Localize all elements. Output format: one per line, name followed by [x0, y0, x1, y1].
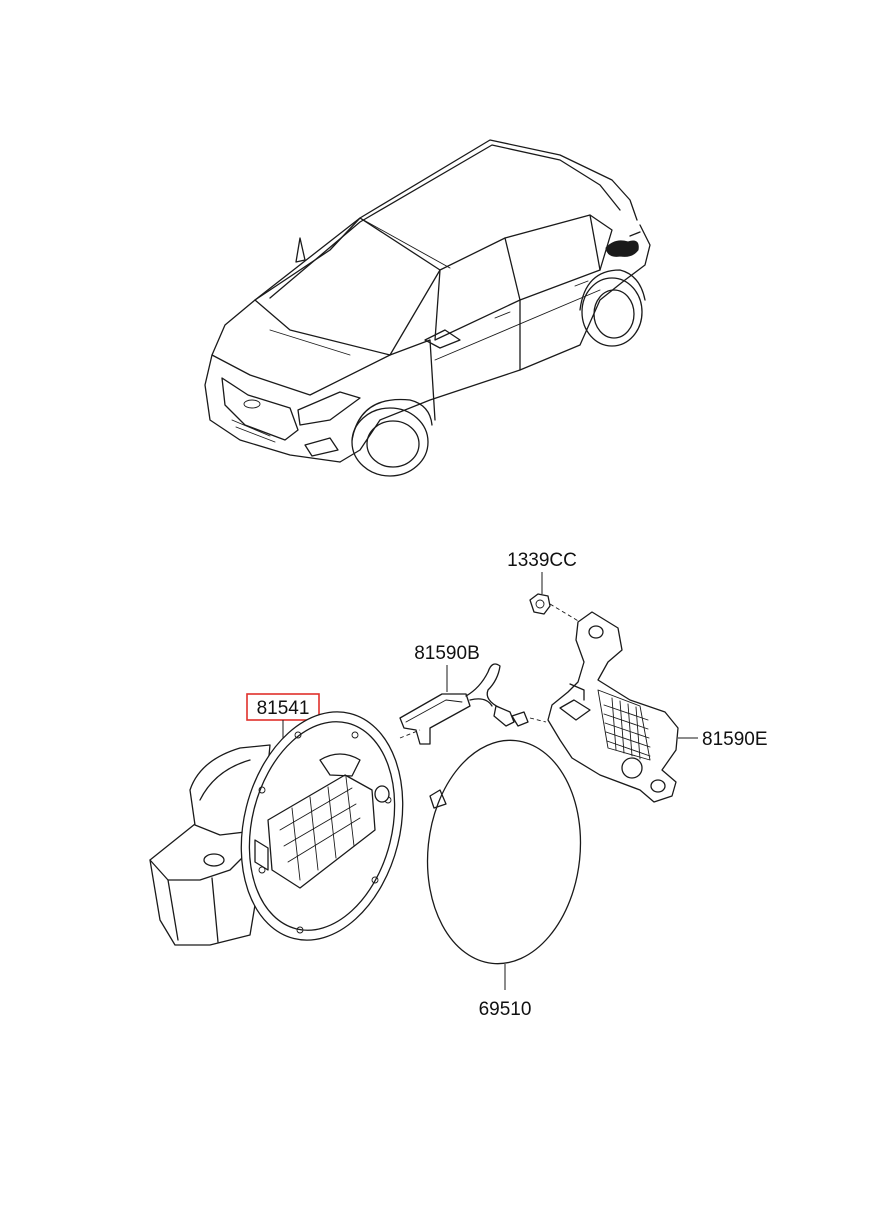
nut-icon — [529, 593, 551, 615]
part-1339cc[interactable]: 1339CC — [507, 550, 581, 623]
car-illustration — [204, 139, 651, 477]
part-label-69510: 69510 — [479, 999, 532, 1020]
part-label-81541: 81541 — [257, 698, 310, 719]
part-label-81590b: 81590B — [414, 643, 480, 664]
part-label-81590e: 81590E — [702, 729, 768, 750]
part-69510[interactable]: 69510 — [417, 733, 592, 1020]
part-label-1339cc: 1339CC — [507, 550, 577, 571]
part-81590e[interactable]: 81590E — [547, 611, 768, 803]
part-81590b[interactable]: 81590B — [399, 643, 547, 745]
part-81541[interactable]: 81541 — [149, 693, 426, 957]
